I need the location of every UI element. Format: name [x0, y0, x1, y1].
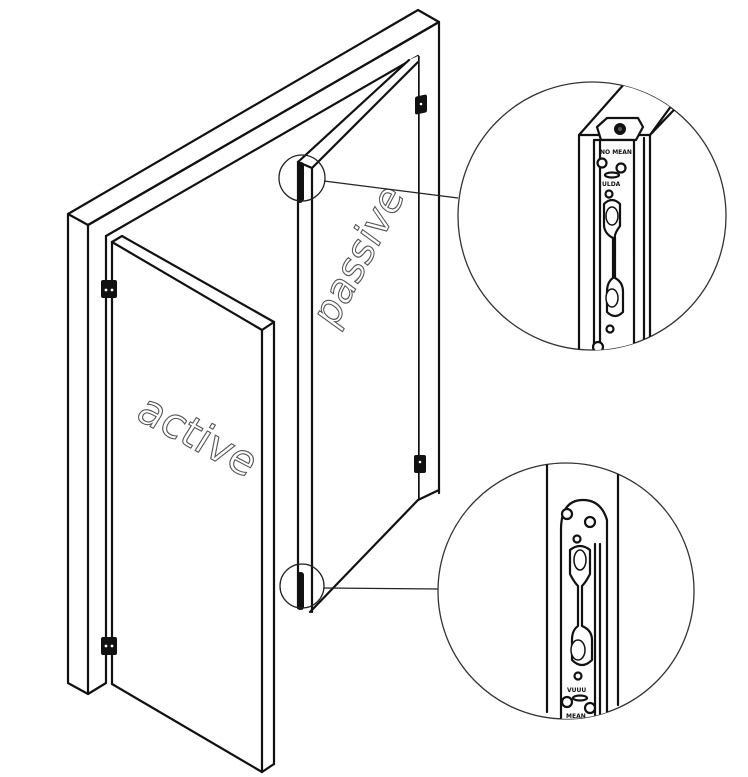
hinge-icon — [101, 280, 117, 298]
plate-text-brand: ULDA — [602, 181, 621, 188]
hinge-icon — [414, 455, 426, 473]
bottom-leader-line — [323, 587, 440, 590]
top-bolt-marker — [278, 154, 326, 203]
top-flush-bolt-detail: NO MEAN ULDA — [457, 81, 727, 351]
plate-text-bottom: MEAN — [566, 713, 586, 720]
passive-leaf: passive — [296, 56, 441, 614]
top-leader-line — [323, 180, 459, 199]
plate-text-brand-bottom: VUUU — [567, 687, 586, 694]
bottom-flush-bolt-detail: VUUU MEAN — [437, 462, 695, 720]
bottom-bolt-marker — [279, 563, 325, 610]
hinge-icon — [101, 637, 117, 655]
plate-text-top: NO MEAN — [600, 149, 632, 156]
hinge-icon — [415, 94, 427, 115]
active-leaf: active — [110, 230, 276, 774]
hinges — [101, 94, 427, 655]
